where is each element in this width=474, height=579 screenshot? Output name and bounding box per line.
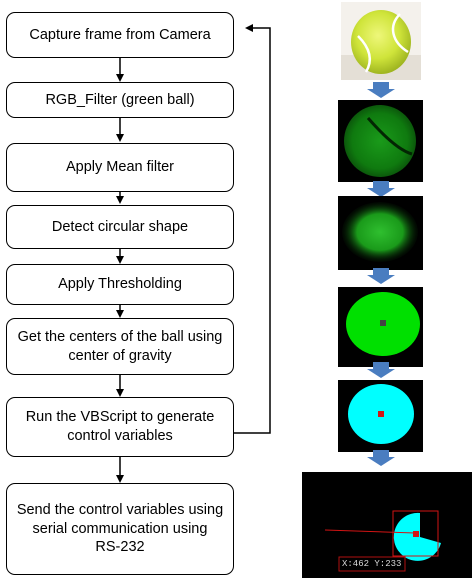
stage-arrow-3: [367, 268, 395, 284]
thresholded: [338, 380, 423, 452]
coordinate-readout: X:462 Y:233: [342, 559, 402, 569]
blurred-ball: [342, 202, 418, 262]
original-photo: [341, 2, 421, 80]
centroid-tracked: [302, 472, 472, 578]
tracking-box: [392, 510, 439, 557]
tennis-ball: [351, 10, 411, 74]
circle-detected: [338, 287, 423, 367]
step-send-control: Send the control variables using serial …: [6, 483, 234, 575]
flow-connectors: [116, 24, 271, 483]
stage-arrow-5: [367, 450, 395, 466]
stage-arrow-1: [367, 82, 395, 98]
coordinate-readout-box: [338, 556, 406, 572]
centroid-marker: [378, 411, 384, 417]
image-strip: [302, 2, 472, 578]
step-rgb-filter: RGB_Filter (green ball): [6, 82, 234, 118]
step-run-vbscript: Run the VBScript to generate control var…: [6, 397, 234, 457]
rgb-filtered: [338, 100, 423, 182]
tracked-center: [413, 531, 419, 537]
step-detect-circle: Detect circular shape: [6, 205, 234, 249]
filtered-ball: [344, 105, 416, 177]
loop-back-connector: [233, 24, 271, 434]
step-thresholding: Apply Thresholding: [6, 264, 234, 305]
step-mean-filter: Apply Mean filter: [6, 143, 234, 192]
step-ball-centers: Get the centers of the ball using center…: [6, 318, 234, 375]
stage-arrow-2: [367, 181, 395, 197]
center-marker: [380, 320, 386, 326]
mean-filtered: [338, 196, 423, 270]
stage-arrow-4: [367, 362, 395, 378]
tracking-line: [324, 529, 416, 534]
step-capture-frame: Capture frame from Camera: [6, 12, 234, 58]
